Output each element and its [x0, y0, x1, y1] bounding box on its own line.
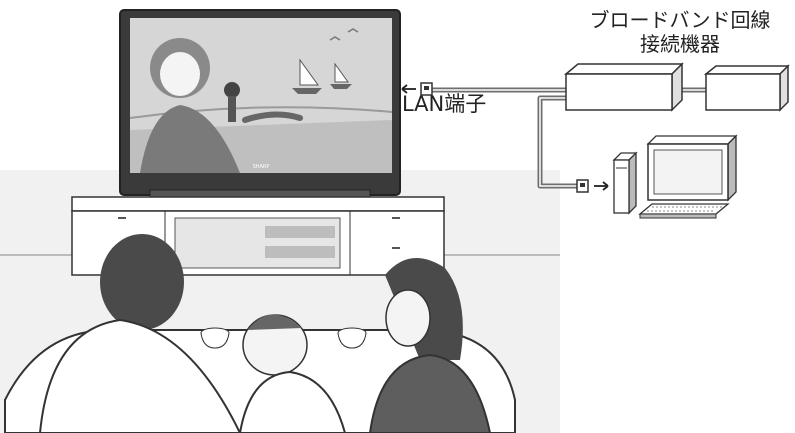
pc-monitor — [648, 136, 736, 200]
desktop-computer — [614, 136, 736, 218]
pc-tower — [614, 153, 636, 213]
broadband-device-label-line2: 接続機器 — [580, 32, 780, 56]
broadband-device-label: ブロードバンド回線 接続機器 — [580, 8, 780, 56]
broadband-router — [566, 64, 682, 110]
pc-keyboard — [640, 204, 728, 218]
broadband-modem — [706, 66, 788, 110]
right-arrow-icon — [594, 182, 608, 190]
television: SHARP — [120, 10, 400, 200]
lan-plug-icon — [577, 180, 588, 192]
broadband-device-label-line1: ブロードバンド回線 — [580, 8, 780, 32]
lan-port-label: LAN端子 — [402, 92, 486, 116]
tv-brand-logo: SHARP — [253, 164, 270, 170]
